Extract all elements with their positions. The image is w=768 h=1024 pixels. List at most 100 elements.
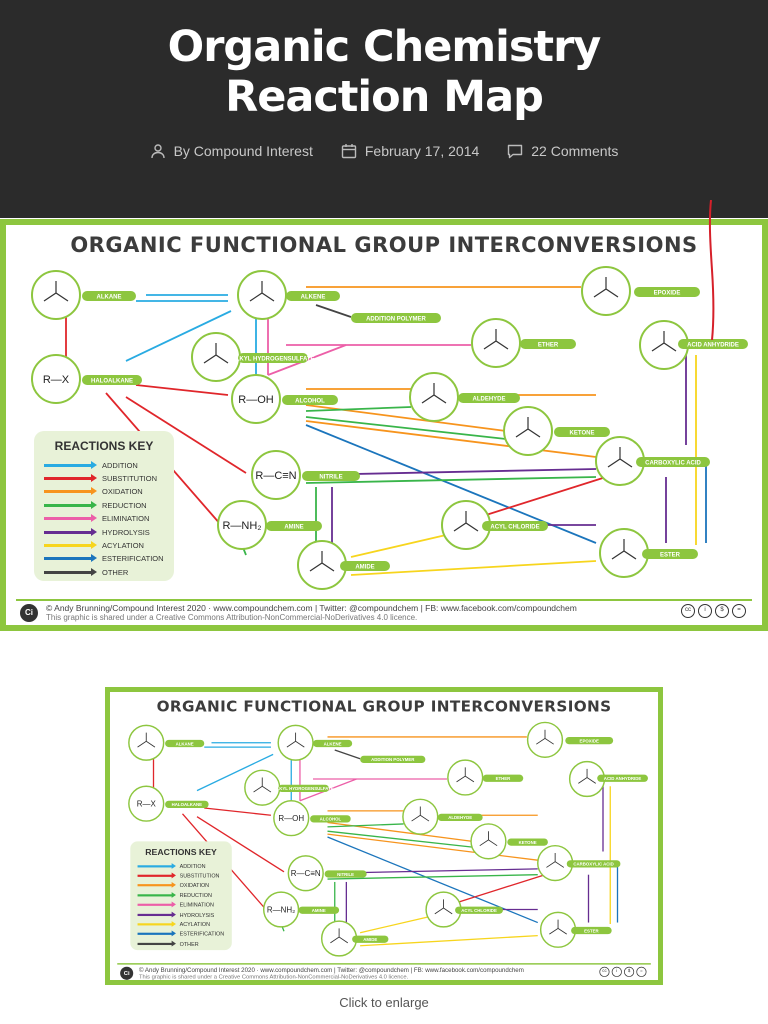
group-label: KETONE (570, 431, 595, 437)
reaction-key-swatch (44, 460, 97, 469)
group-label: KETONE (519, 840, 537, 845)
poster-credit: © Andy Brunning/Compound Interest 2020 ·… (46, 603, 577, 613)
structure-circle (409, 372, 459, 422)
group-label-pill (597, 774, 648, 782)
reaction-arrow (485, 476, 607, 516)
group-label-pill (266, 521, 322, 531)
group-label-pill (437, 813, 483, 822)
poster-license: This graphic is shared under a Creative … (46, 613, 418, 622)
group-label-pill (286, 291, 340, 301)
structure-formula: R—OH (278, 814, 304, 823)
reaction-key-swatch (137, 882, 176, 888)
structure-formula: R—C≡N (255, 470, 296, 482)
reaction-arrow (327, 836, 538, 924)
reaction-key-item: OTHER (137, 939, 199, 948)
calendar-icon (341, 144, 357, 159)
author-link[interactable]: By Compound Interest (173, 143, 313, 159)
article-header: Organic Chemistry Reaction Map By Compou… (0, 0, 768, 218)
nc-icon: $ (624, 966, 635, 977)
poster-footer: Ci © Andy Brunning/Compound Interest 202… (117, 963, 651, 980)
group-label: ALKYL HYDROGENSULFATE (273, 786, 333, 791)
reaction-key-swatch (44, 514, 97, 523)
poster-canvas: ORGANIC FUNCTIONAL GROUP INTERCONVERSION… (6, 225, 762, 625)
reaction-map-image-large[interactable]: ORGANIC FUNCTIONAL GROUP INTERCONVERSION… (0, 219, 768, 631)
reaction-arrow (327, 830, 473, 848)
reaction-arrow (305, 476, 597, 484)
reaction-key-label: OXIDATION (179, 882, 210, 889)
comment-icon (508, 144, 523, 159)
group-label: ACYL CHLORIDE (490, 525, 539, 531)
structure-circle (599, 528, 649, 578)
structure-circle (447, 759, 484, 796)
reaction-arrow (305, 424, 597, 544)
poster-canvas: ORGANIC FUNCTIONAL GROUP INTERCONVERSION… (110, 692, 658, 980)
group-label: EPOXIDE (654, 291, 681, 297)
structure-circle (297, 540, 347, 590)
reaction-key-label: HYDROLYSIS (102, 527, 150, 537)
structure-circle (277, 724, 314, 761)
structure-skeleton (137, 732, 156, 748)
group-label-pill (455, 906, 503, 914)
group-label-pill (351, 313, 441, 323)
group-label: CARBOXYLIC ACID (645, 461, 701, 467)
reaction-key-label: HYDROLYSIS (179, 911, 215, 918)
group-label-pill (520, 339, 576, 349)
structure-circle (320, 920, 358, 957)
structure-circle (31, 270, 81, 320)
structure-skeleton (330, 928, 349, 944)
reaction-arrow (327, 874, 538, 880)
group-label-pill (482, 521, 548, 531)
reaction-key-label: SUBSTITUTION (102, 473, 158, 483)
structure-circle (128, 785, 165, 822)
reaction-arrow (457, 874, 546, 903)
reaction-key-item: REDUCTION (44, 499, 147, 511)
structure-skeleton (578, 768, 596, 784)
reaction-arrow (350, 560, 597, 576)
reaction-key-label: OTHER (102, 567, 129, 577)
reaction-key-swatch (44, 500, 97, 509)
structure-skeleton (253, 777, 272, 793)
reaction-key-item: HYDROLYSIS (44, 526, 150, 538)
group-label-pill (340, 561, 390, 571)
reaction-key-label: REDUCTION (102, 500, 147, 510)
group-label: HALOALKANE (91, 379, 133, 385)
article-title: Organic Chemistry Reaction Map (0, 22, 768, 122)
cc-icon: cc (599, 966, 610, 977)
reaction-key-swatch (44, 554, 97, 563)
structure-formula: R—NH₂ (222, 520, 261, 532)
author-meta[interactable]: By Compound Interest (150, 143, 313, 159)
reaction-arrow (315, 304, 352, 318)
structure-circle (128, 724, 165, 761)
group-label: ESTER (584, 928, 599, 933)
group-label-pill (565, 736, 614, 745)
comments-meta[interactable]: 22 Comments (507, 143, 618, 159)
structure-circle (273, 800, 310, 837)
comments-link[interactable]: 22 Comments (531, 143, 619, 159)
reaction-key-swatch (137, 891, 176, 898)
structure-formula: R—OH (238, 394, 274, 406)
date-meta[interactable]: February 17, 2014 (341, 143, 479, 159)
reaction-key-swatch (137, 862, 176, 869)
reaction-key-label: ESTERIFICATION (102, 554, 164, 564)
group-label-pill (678, 339, 748, 349)
reaction-map-image-thumbnail[interactable]: ORGANIC FUNCTIONAL GROUP INTERCONVERSION… (105, 687, 663, 985)
group-label: ETHER (538, 343, 559, 349)
group-label: ADDITION POLYMER (366, 317, 426, 323)
post-date[interactable]: February 17, 2014 (364, 143, 480, 159)
image-caption[interactable]: Click to enlarge (339, 995, 429, 1010)
group-label: AMIDE (355, 565, 374, 571)
group-label: ESTER (660, 553, 681, 559)
structure-formula: R—X (137, 800, 157, 809)
structure-circle (287, 855, 324, 892)
structure-skeleton (611, 539, 637, 560)
structure-skeleton (203, 343, 229, 364)
group-label-pill (482, 774, 524, 782)
reaction-key-label: OTHER (179, 940, 199, 947)
group-label-pill (554, 427, 610, 437)
group-label: ALCOHOL (320, 817, 342, 822)
reaction-arrow (125, 396, 247, 474)
group-label: AMINE (312, 908, 326, 913)
reaction-arrow (359, 916, 430, 934)
